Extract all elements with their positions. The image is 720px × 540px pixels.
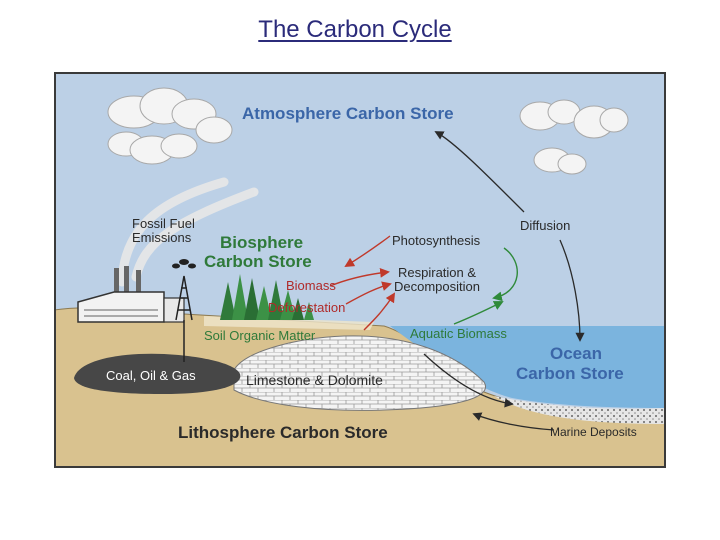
cloud-icon <box>107 87 233 165</box>
flow-arrows-red <box>329 235 396 331</box>
label-deforestation: Deforestation <box>268 300 345 315</box>
label-biosphere-store-2: Carbon Store <box>204 252 312 271</box>
label-lithosphere-store: Lithosphere Carbon Store <box>178 423 388 442</box>
oil-plume-icon <box>172 259 196 269</box>
label-fossil-fuel: Fossil Fuel <box>132 216 195 231</box>
flow-arrows-green <box>453 247 518 325</box>
label-photosynthesis: Photosynthesis <box>392 233 481 248</box>
label-coal-oil-gas: Coal, Oil & Gas <box>106 368 196 383</box>
label-biosphere-store: Biosphere <box>220 233 303 252</box>
label-marine-deposits: Marine Deposits <box>550 425 637 439</box>
oil-derrick-icon <box>175 275 193 362</box>
page-title: The Carbon Cycle <box>258 16 452 43</box>
smoke-plume <box>117 177 259 287</box>
label-ocean-store-2: Carbon Store <box>516 364 624 383</box>
forest-icon <box>220 274 314 320</box>
ocean-water <box>390 326 666 408</box>
label-soil-organic-matter: Soil Organic Matter <box>204 328 316 343</box>
label-limestone-dolomite: Limestone & Dolomite <box>246 372 383 388</box>
cloud-icon <box>519 99 629 175</box>
carbon-cycle-diagram: Atmosphere Carbon Store Fossil Fuel Emis… <box>54 72 666 468</box>
label-aquatic-biomass: Aquatic Biomass <box>410 326 507 341</box>
flow-arrows-dark <box>423 131 585 431</box>
label-decomposition: Decomposition <box>394 279 480 294</box>
label-emissions: Emissions <box>132 230 192 245</box>
diagram-frame <box>54 72 666 468</box>
label-biomass: Biomass <box>286 278 336 293</box>
label-atmosphere-store: Atmosphere Carbon Store <box>242 104 454 123</box>
label-diffusion: Diffusion <box>520 218 570 233</box>
label-respiration: Respiration & <box>398 265 476 280</box>
fossil-fuel-deposit <box>74 353 241 394</box>
marine-sediment <box>494 396 666 424</box>
limestone-deposit <box>233 335 486 411</box>
label-ocean-store: Ocean <box>550 344 602 363</box>
